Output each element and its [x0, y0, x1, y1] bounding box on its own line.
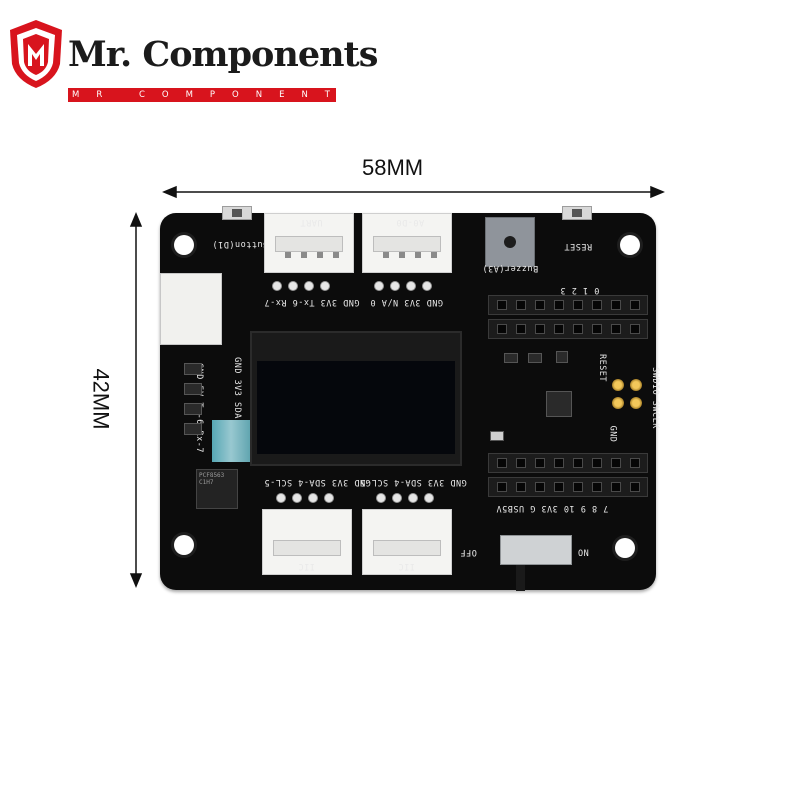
- pad: [376, 493, 386, 503]
- power-switch-lever[interactable]: [516, 565, 525, 591]
- buzzer: [485, 217, 535, 267]
- mount-hole: [615, 538, 635, 558]
- pad: [408, 493, 418, 503]
- iic-left-label: IIC: [298, 561, 315, 571]
- top-header-pins-label: 0 1 2 3: [560, 285, 600, 295]
- smd-component: [184, 383, 202, 395]
- smd-component: [556, 351, 568, 363]
- pad: [320, 281, 330, 291]
- brand-tagline: MR COMPONENTS: [68, 88, 336, 102]
- iic-left-connector: [262, 509, 352, 575]
- mount-hole: [174, 535, 194, 555]
- smd-component: [184, 363, 202, 375]
- reset-label: RESET: [564, 241, 593, 251]
- uart-label: UART: [300, 217, 323, 227]
- battery-connector: [160, 273, 222, 345]
- off-label: OFF: [460, 547, 477, 557]
- iic-left-pins-label: GND 3V3 SDA-4 SCL-5: [264, 477, 371, 487]
- pad: [292, 493, 302, 503]
- pogo-pin: [612, 397, 624, 409]
- crystal: [490, 431, 504, 441]
- analog-pins-label: GND 3V3 N/A 0: [370, 297, 444, 307]
- mount-hole: [174, 235, 194, 255]
- pin-header-bottom-1: [488, 453, 648, 473]
- brand-logo: Mr. Components MR COMPONENTS: [6, 18, 378, 102]
- width-dimension-label: 58MM: [362, 155, 424, 180]
- oled-display: [250, 331, 462, 466]
- pad: [422, 281, 432, 291]
- on-label: ON: [578, 549, 590, 559]
- pad: [288, 281, 298, 291]
- pcb-board: Button(D1) UART GND 3V3 Tx-6 Rx-7 A0-D0 …: [160, 206, 660, 591]
- pad: [272, 281, 282, 291]
- height-arrow-icon: [129, 212, 143, 588]
- pad: [304, 281, 314, 291]
- height-dimension-label: 42MM: [88, 368, 114, 430]
- iic-right-pins-label: GND 3V3 SDA-4 SCL-5: [360, 477, 467, 487]
- pad: [374, 281, 384, 291]
- bottom-header-pins-label: 7 8 9 10 3V3 G USB5V: [496, 503, 609, 513]
- button-label: Button(D1): [212, 239, 269, 249]
- pogo-pin: [630, 397, 642, 409]
- rtc-chip: PCF8563 C1H7: [196, 469, 238, 509]
- pad: [324, 493, 334, 503]
- swd-label: SWDIO SWCLK: [649, 367, 660, 429]
- pin-header-bottom-2: [488, 477, 648, 497]
- buzzer-label: Buzzer(A3): [482, 263, 539, 273]
- chip-label: PCF8563 C1H7: [199, 472, 225, 486]
- uart-connector: [264, 213, 354, 273]
- reset-side-label: RESET: [597, 353, 608, 383]
- pin-header-top-1: [488, 295, 648, 315]
- analog-connector: [362, 213, 452, 273]
- iic-right-connector: [362, 509, 452, 575]
- iic-right-label: IIC: [398, 561, 415, 571]
- smd-component: [184, 403, 202, 415]
- smd-component: [528, 353, 542, 363]
- brand-name: Mr. Components: [68, 34, 378, 75]
- pogo-pin: [630, 379, 642, 391]
- gnd-label: GND: [607, 425, 618, 443]
- power-switch[interactable]: [500, 535, 572, 565]
- mcu-chip: [546, 391, 572, 417]
- pad: [424, 493, 434, 503]
- pad: [308, 493, 318, 503]
- smd-component: [184, 423, 202, 435]
- left-header-top-label: GND 3V3 SDA: [231, 357, 242, 419]
- pin-header-top-2: [488, 319, 648, 339]
- pad: [276, 493, 286, 503]
- width-arrow-icon: [162, 185, 665, 199]
- display-ribbon: [212, 420, 250, 462]
- button-d1[interactable]: [222, 206, 252, 220]
- uart-pins-label: GND 3V3 Tx-6 Rx-7: [264, 297, 360, 307]
- smd-component: [504, 353, 518, 363]
- reset-button[interactable]: [562, 206, 592, 220]
- mount-hole: [620, 235, 640, 255]
- pad: [390, 281, 400, 291]
- pad: [392, 493, 402, 503]
- shield-logo-icon: [10, 20, 62, 88]
- analog-label: A0-D0: [396, 217, 425, 227]
- pad: [406, 281, 416, 291]
- pogo-pin: [612, 379, 624, 391]
